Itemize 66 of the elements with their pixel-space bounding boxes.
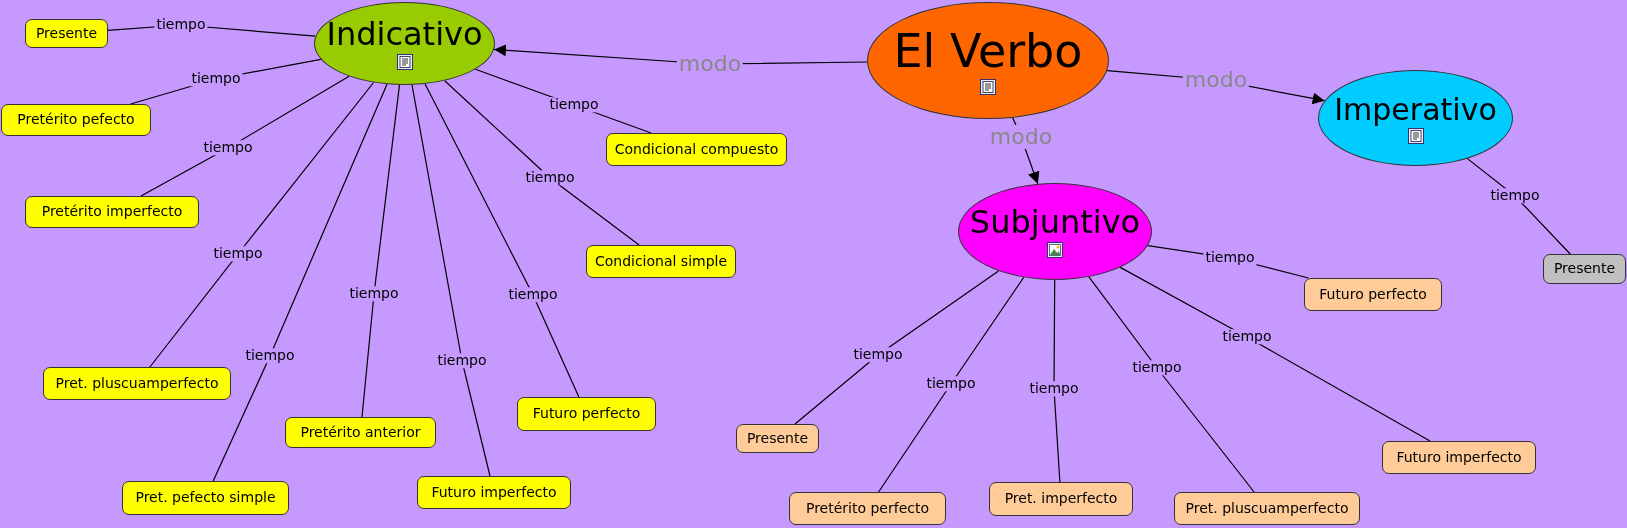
connector-line [878,276,1025,493]
edge-label: tiempo [1130,360,1184,376]
edge-label: tiempo [201,140,255,156]
concept-label: Presente [35,25,98,42]
concept-label: Subjuntivo [969,204,1141,241]
concept-label: Pret. pefecto simple [135,490,276,506]
edge-label: tiempo [435,353,489,369]
concept-box [789,492,946,525]
concept-box [1543,254,1626,284]
concept-label: Futuro perfecto [532,406,641,422]
concept-label: Condicional simple [594,253,728,270]
edge-label: tiempo [506,287,560,303]
edge-label: tiempo [189,71,243,87]
concept-label: Futuro imperfecto [431,484,557,501]
edge-label: tiempo [211,246,265,262]
connector-line [794,270,1000,425]
edge-label: tiempo [243,348,297,364]
concept-label: Futuro perfecto [1319,286,1427,303]
concept-box [1174,492,1360,525]
edge-label: tiempo [154,17,208,33]
concept-label: Imperativo [1334,92,1497,126]
concept-box [25,19,108,48]
concept-label: Pretérito perfecto [805,500,930,517]
concept-label: Pret. pluscuamperfecto [1185,500,1349,517]
concept-label: Pretérito pefecto [17,112,135,128]
connector-line [361,84,401,418]
concept-box [285,417,436,448]
concept-box [517,397,656,431]
concept-label: Pret. imperfecto [1004,491,1118,507]
concept-box [25,196,199,228]
edge-label: tiempo [547,97,601,113]
concept-box [586,245,736,278]
connector-line [444,80,640,246]
connector-line [212,83,388,482]
concept-box [989,482,1133,516]
concept-label: Pret. pluscuamperfecto [55,375,219,392]
connector-line [424,83,580,398]
edge-label: tiempo [1203,250,1257,266]
edge-label: tiempo [1220,329,1274,345]
connector-line [411,84,491,477]
concept-box [606,133,787,166]
edge-label: tiempo [1488,188,1542,204]
concept-label: Presente [1553,261,1616,277]
concept-label: Pretérito imperfecto [41,204,183,220]
edge-label: tiempo [1027,381,1081,397]
concept-box [1,104,151,136]
edge-label: tiempo [523,170,577,186]
concept-box [1382,441,1536,474]
connector-line [1119,266,1431,442]
edge-label: tiempo [347,286,401,302]
concept-box [736,424,819,453]
concept-box [43,367,231,400]
concept-label: Pretérito anterior [300,424,421,441]
concept-label: Presente [746,430,809,447]
concept-box [417,476,571,509]
connector-line [1053,279,1061,483]
concept-label: El Verbo [893,26,1083,77]
concept-label: Indicativo [326,16,483,53]
connector-line [149,81,375,368]
edge-label: tiempo [924,376,978,392]
concept-label: Futuro imperfecto [1396,449,1522,466]
concept-label: Condicional compuesto [614,141,779,158]
connector-line [1088,276,1255,493]
edge-label: tiempo [851,347,905,363]
concept-box [122,481,289,515]
concept-box [1304,278,1442,311]
